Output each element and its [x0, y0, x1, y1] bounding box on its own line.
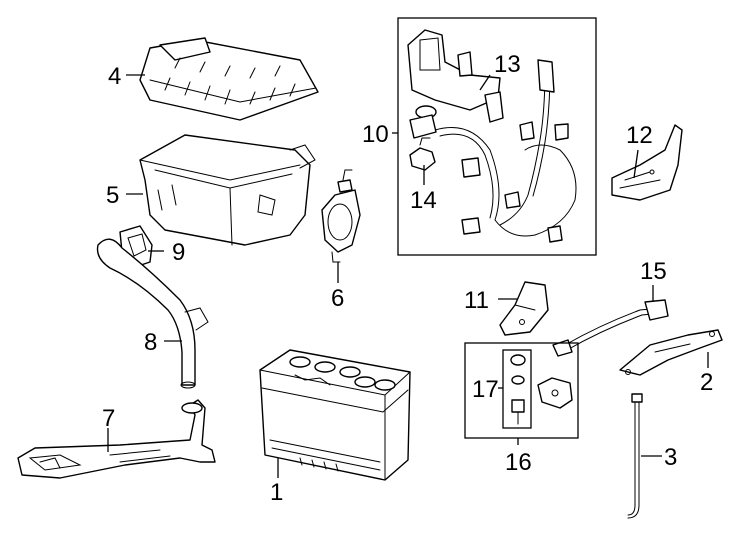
- part-4-battery-cover[interactable]: [139, 37, 319, 121]
- part-10-cable-harness[interactable]: [409, 59, 577, 243]
- callout-4: 4: [108, 63, 121, 90]
- part-17-fastener-set[interactable]: [510, 354, 526, 425]
- part-5-battery-tray[interactable]: [139, 134, 316, 246]
- part-13-fuse-block[interactable]: [407, 29, 504, 123]
- part-1-battery[interactable]: [259, 349, 411, 481]
- callout-2: 2: [700, 369, 713, 396]
- group-box-17: [502, 349, 532, 429]
- callout-11: 11: [464, 287, 489, 314]
- callout-7: 7: [102, 405, 115, 432]
- group-box-16: [464, 342, 579, 439]
- callout-3: 3: [664, 444, 677, 471]
- callout-1: 1: [270, 479, 283, 506]
- part-6-sensor[interactable]: [321, 169, 361, 263]
- callout-13: 13: [494, 51, 521, 78]
- part-14-clip[interactable]: [409, 137, 436, 171]
- callout-6: 6: [331, 285, 344, 312]
- part-11-bracket[interactable]: [499, 281, 549, 336]
- callout-9: 9: [172, 239, 185, 266]
- part-12-bracket[interactable]: [611, 124, 683, 201]
- group-box-10: [397, 17, 597, 256]
- leader-lines: [107, 74, 709, 478]
- callout-12: 12: [626, 122, 653, 149]
- part-8-vent-tube[interactable]: [96, 238, 209, 389]
- part-15-cable[interactable]: [552, 299, 669, 357]
- callout-5: 5: [106, 182, 119, 209]
- callout-10: 10: [362, 121, 389, 148]
- part-3-rod[interactable]: [627, 393, 643, 519]
- part-16-terminal[interactable]: [537, 377, 573, 409]
- callout-17: 17: [472, 376, 499, 403]
- callout-14: 14: [410, 187, 437, 214]
- callout-16: 16: [505, 449, 532, 476]
- callout-8: 8: [144, 329, 157, 356]
- part-7-air-duct[interactable]: [17, 399, 216, 479]
- part-2-holddown[interactable]: [619, 329, 723, 376]
- callout-15: 15: [640, 258, 667, 285]
